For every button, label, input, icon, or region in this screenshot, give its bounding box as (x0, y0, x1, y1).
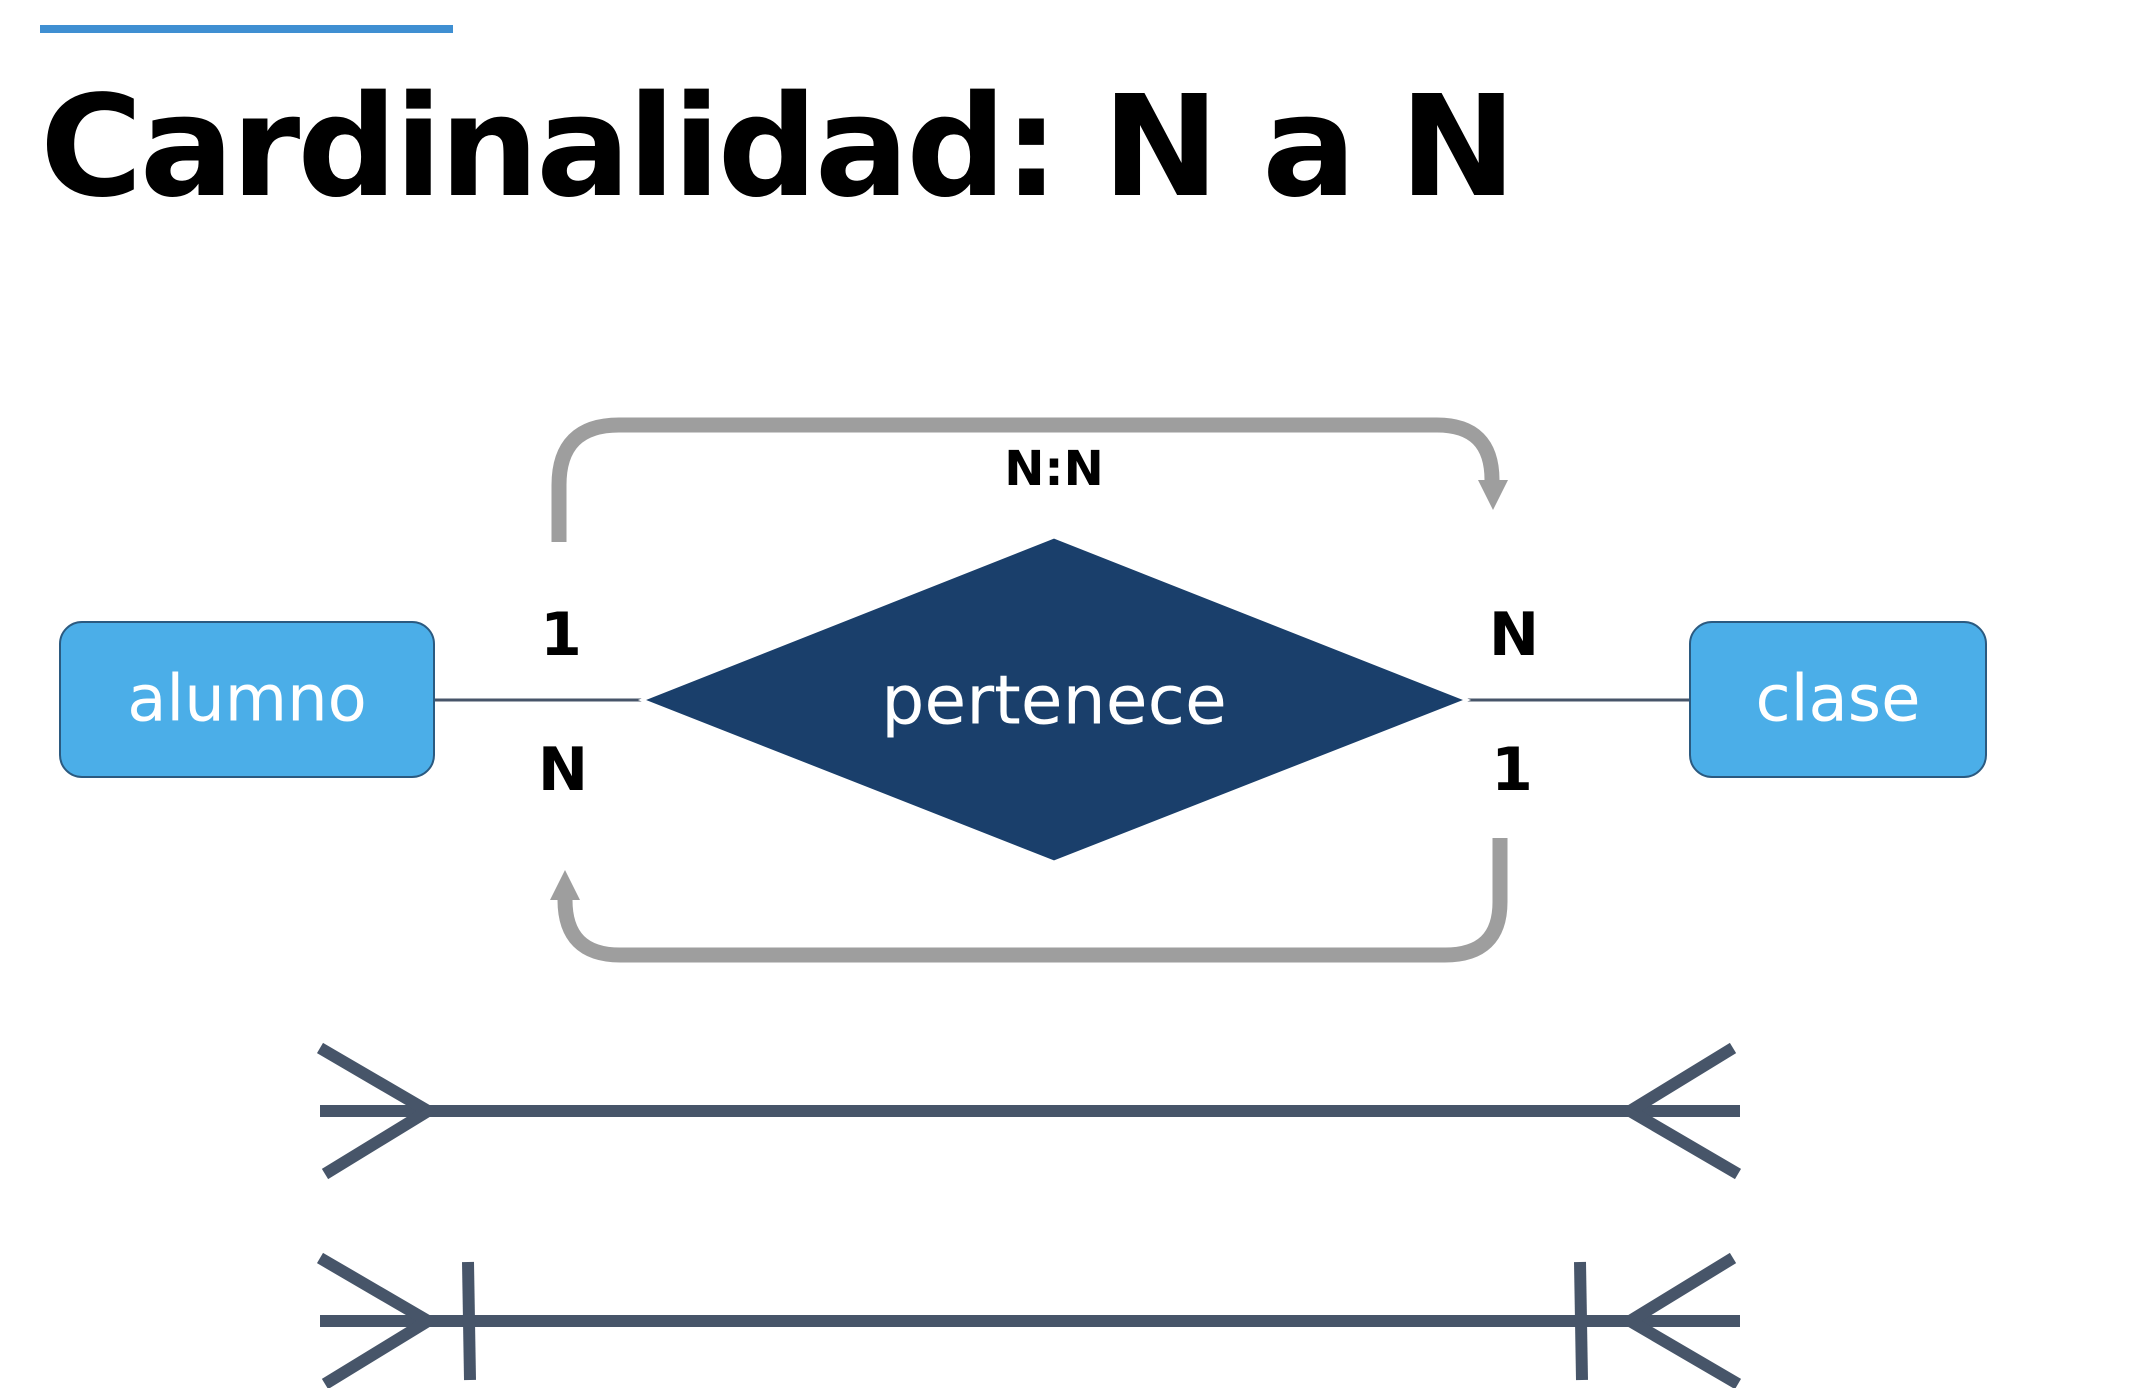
entity-alumno[interactable]: alumno (59, 621, 435, 778)
entity-clase[interactable]: clase (1689, 621, 1987, 778)
relationship-pertenece[interactable]: pertenece (637, 535, 1472, 864)
page-title: Cardinalidad: N a N (40, 66, 1516, 229)
top-arrowhead (1478, 480, 1508, 510)
notation-many-to-many (316, 1042, 1742, 1180)
cardinality-left-top: 1 (540, 600, 582, 670)
top-curved-arrow (551, 417, 1500, 542)
entity-clase-label: clase (1756, 663, 1921, 737)
cardinality-left-bottom: N (538, 735, 588, 805)
cardinality-right-bottom: 1 (1491, 735, 1533, 805)
title-accent-bar (40, 25, 453, 33)
entity-alumno-label: alumno (127, 663, 367, 737)
cardinality-right-top: N (1489, 600, 1539, 670)
combined-cardinality: N:N (1004, 441, 1104, 497)
bottom-curved-arrow (557, 838, 1508, 963)
notation-one-or-many (316, 1252, 1742, 1388)
relationship-label: pertenece (881, 662, 1227, 741)
bottom-arrowhead (550, 870, 580, 900)
